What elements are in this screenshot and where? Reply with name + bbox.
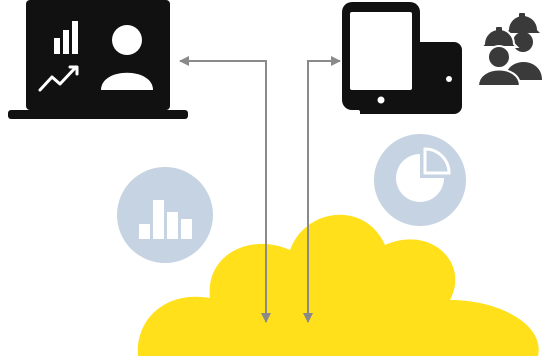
arrow-cloud-to-laptop [179, 56, 271, 323]
bar-chart-circle-icon [117, 167, 213, 263]
tablet-phone-devices-icon [342, 2, 462, 114]
laptop-dashboard-user-icon [8, 0, 188, 119]
arrow-cloud-to-tablet [303, 56, 341, 323]
construction-workers-icon [476, 13, 542, 87]
pie-chart-circle-icon [374, 134, 466, 226]
